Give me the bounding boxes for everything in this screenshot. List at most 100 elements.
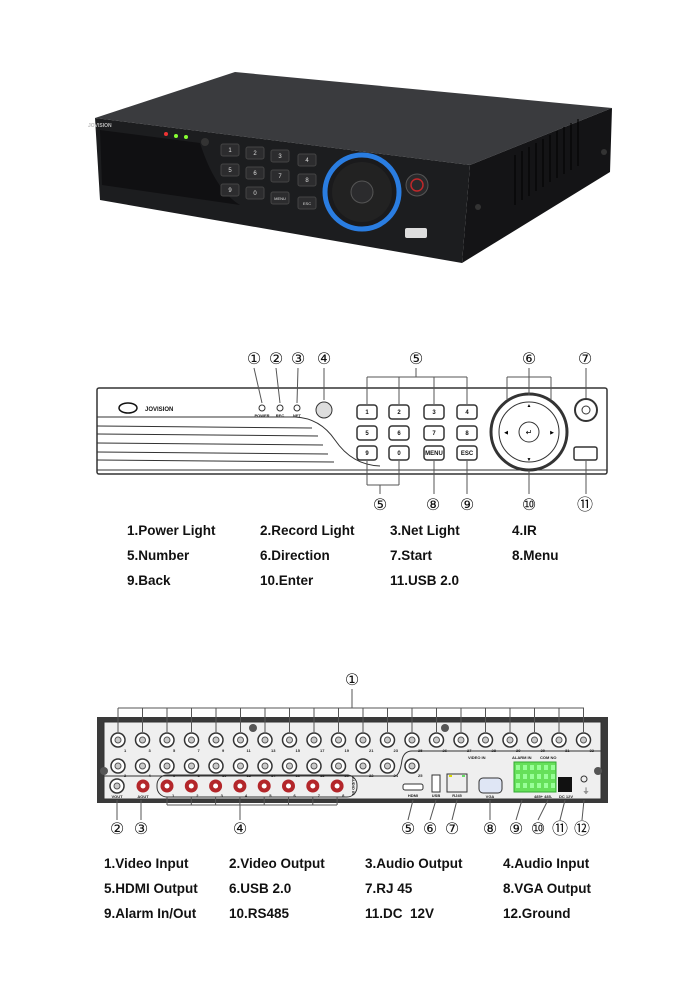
connector-number: 23 bbox=[394, 748, 399, 753]
callout-number: ⑪ bbox=[577, 495, 593, 514]
callout-number: ⑥ bbox=[522, 349, 536, 368]
photo-key bbox=[220, 183, 240, 197]
keypad-label: 5 bbox=[365, 431, 369, 437]
callout-line bbox=[296, 367, 299, 404]
rear-panel-diagram: ⏚ bbox=[97, 689, 608, 821]
photo-key bbox=[270, 169, 290, 183]
video-input-connector-pin bbox=[286, 762, 293, 770]
callout-number: ⑨ bbox=[509, 819, 523, 838]
photo-key bbox=[245, 186, 265, 200]
keypad-button bbox=[388, 445, 410, 461]
callout-line bbox=[451, 799, 458, 821]
callout-number: ② bbox=[110, 819, 124, 838]
connector-number: 6 bbox=[173, 773, 176, 778]
callout-number: ⑩ bbox=[531, 819, 545, 838]
connector-number: 3 bbox=[221, 793, 224, 798]
terminal-screw bbox=[544, 765, 548, 770]
front-legend-item: 5.Number bbox=[127, 548, 190, 563]
connector-number: 26 bbox=[443, 748, 448, 753]
dc-label: DC 12V bbox=[559, 794, 573, 799]
terminal-screw bbox=[537, 765, 541, 770]
photo-key-label: 3 bbox=[278, 154, 282, 160]
video-input-connector-pin bbox=[482, 736, 489, 744]
terminal-screw bbox=[530, 783, 534, 788]
hdmi-label: HDMI bbox=[408, 793, 418, 798]
aout-label: AOUT bbox=[137, 794, 149, 799]
video-input-connector-pin bbox=[139, 736, 146, 744]
connector-number: 2 bbox=[196, 793, 199, 798]
keypad-label: 0 bbox=[397, 451, 401, 457]
terminal-screw bbox=[516, 783, 520, 788]
connector-number: 7 bbox=[198, 748, 201, 753]
photo-key bbox=[245, 146, 265, 160]
keypad-button bbox=[423, 425, 445, 441]
terminal-screw bbox=[523, 765, 527, 770]
keypad-button bbox=[356, 404, 378, 420]
video-input-connector-pin bbox=[384, 762, 391, 770]
connector-number: 16 bbox=[296, 773, 301, 778]
video-input-connector-pin bbox=[310, 736, 318, 744]
connector-number: 10 bbox=[222, 773, 227, 778]
video-input-connector-pin bbox=[555, 736, 563, 744]
photo-key bbox=[220, 143, 240, 157]
alarm-terminal-block bbox=[513, 761, 557, 793]
front-legend-item: 1.Power Light bbox=[127, 523, 216, 538]
keypad-label: 8 bbox=[465, 431, 469, 437]
rj45-label: RJ45 bbox=[452, 793, 462, 798]
connector-number: 6 bbox=[294, 793, 297, 798]
rear-legend-item: 2.Video Output bbox=[229, 856, 325, 871]
video-input-connector-pin bbox=[286, 736, 293, 744]
led-label: REC bbox=[276, 413, 285, 418]
photo-key-label: MENU bbox=[274, 196, 286, 201]
video-input-connector-pin bbox=[359, 762, 367, 770]
connector-number: 2 bbox=[124, 773, 127, 778]
video-input-connector-pin bbox=[433, 736, 440, 744]
keypad-label: 6 bbox=[397, 431, 401, 437]
terminal-screw bbox=[516, 765, 520, 770]
connector-number: 18 bbox=[320, 773, 325, 778]
video-input-connector-pin bbox=[163, 736, 171, 744]
callout-number: ⑩ bbox=[522, 495, 536, 514]
arrow-icon: ▲ bbox=[527, 403, 532, 409]
audio-input-connector-pin bbox=[334, 783, 340, 789]
callout-number: ⑧ bbox=[483, 819, 497, 838]
video-input-connector-pin bbox=[335, 736, 342, 744]
video-input-connector-pin bbox=[359, 736, 367, 744]
callout-line bbox=[253, 367, 263, 404]
audio-input-connector-pin bbox=[188, 783, 194, 789]
callout-line bbox=[559, 799, 566, 821]
brand-logo: JOVISION bbox=[145, 407, 173, 413]
dc-power-jack bbox=[558, 777, 572, 792]
front-legend-item: 6.Direction bbox=[260, 548, 330, 563]
callout-number: ⑥ bbox=[423, 819, 437, 838]
terminal-screw bbox=[537, 783, 541, 788]
callout-line bbox=[407, 799, 414, 821]
keypad-button bbox=[423, 445, 445, 461]
connector-number: 13 bbox=[271, 748, 276, 753]
audio-in-group bbox=[156, 774, 358, 798]
video-input-connector-pin bbox=[457, 736, 465, 744]
led-label: NET bbox=[293, 413, 302, 418]
video-input-connector-pin bbox=[261, 762, 269, 770]
connector-number: 1 bbox=[172, 793, 175, 798]
connector-number: 30 bbox=[541, 748, 546, 753]
rear-legend-item: 12.Ground bbox=[503, 906, 571, 921]
connector-number: 4 bbox=[245, 793, 248, 798]
enter-icon: ↵ bbox=[526, 428, 533, 437]
audio-output-connector-pin bbox=[140, 783, 146, 789]
rear-legend-item: 6.USB 2.0 bbox=[229, 881, 292, 896]
connector-number: 14 bbox=[271, 773, 276, 778]
connector-number: 20 bbox=[345, 773, 350, 778]
terminal-screw bbox=[523, 783, 527, 788]
connector-number: 24 bbox=[394, 773, 399, 778]
video-input-connector-pin bbox=[335, 762, 342, 770]
connector-number: 9 bbox=[222, 748, 225, 753]
video-input-connector-pin bbox=[384, 736, 391, 744]
callout-number: ④ bbox=[233, 819, 247, 838]
rear-legend-item: 11.DC 12V bbox=[365, 906, 435, 921]
front-legend-item: 4.IR bbox=[512, 523, 537, 538]
video-input-connector-pin bbox=[212, 762, 220, 770]
audio-input-connector-pin bbox=[213, 783, 219, 789]
video-input-connector-pin bbox=[408, 736, 416, 744]
